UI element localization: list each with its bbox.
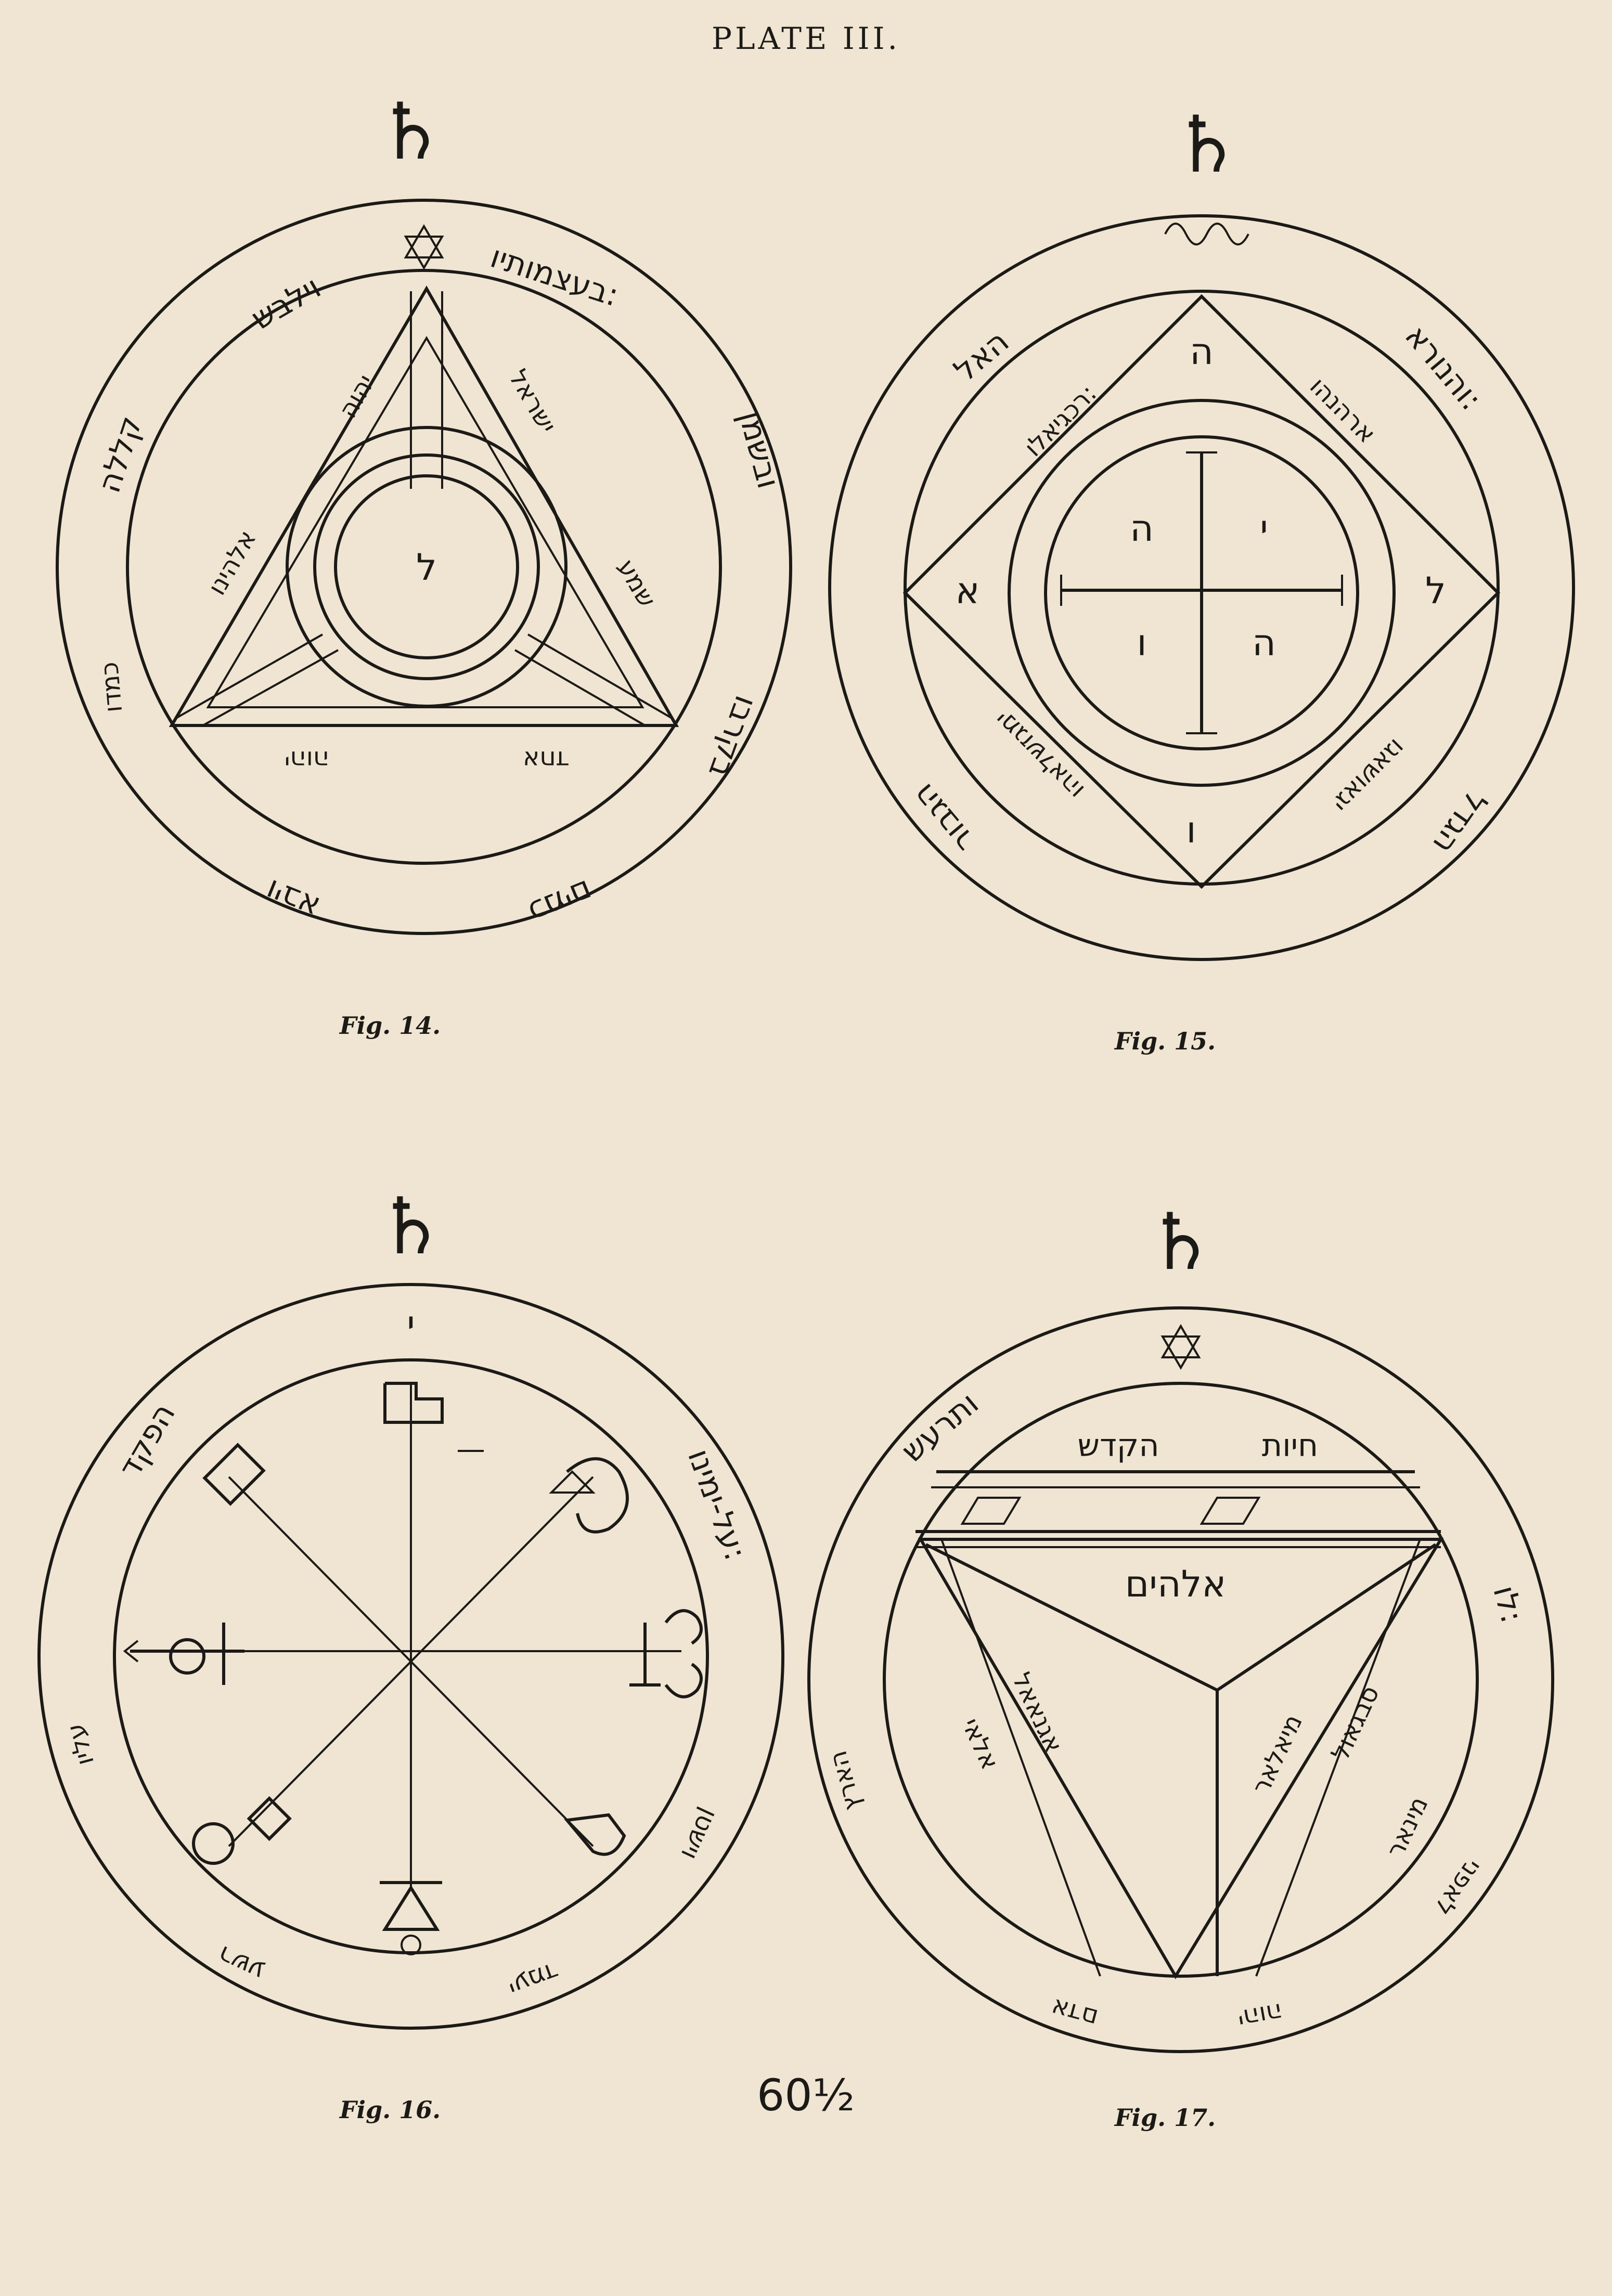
cross-letter: ו — [1137, 621, 1146, 664]
inverted-triangle — [918, 1538, 1444, 1979]
ring-word: לו: — [1486, 1582, 1530, 1627]
triangle-word: אחד — [523, 745, 570, 774]
flourish-ornament — [1164, 223, 1249, 245]
square-word: רכגיאלו: — [1018, 379, 1102, 462]
saturn-symbol-fig15: ♄ — [1172, 100, 1242, 190]
ring-word: והנורא: — [1398, 318, 1489, 418]
center-letter: ל — [416, 546, 437, 589]
plate-title: PLATE III. — [712, 21, 900, 56]
center-ring-middle — [313, 453, 540, 680]
diamond-square — [902, 294, 1501, 889]
outer-circle — [807, 1306, 1554, 2053]
figure-16-seal: ♄ י — [37, 1182, 784, 2030]
tau-symbol-right — [629, 1609, 703, 1698]
triangle-word: שמע — [611, 554, 662, 613]
hook-symbol-upper-right — [549, 1457, 629, 1534]
corner-letter: ו — [1186, 809, 1196, 851]
ring-word: אדם — [1048, 1993, 1101, 2033]
cross-letter: ה — [1252, 621, 1276, 664]
cross-letter: ה — [1130, 507, 1154, 550]
band-word: חיות — [1262, 1428, 1318, 1464]
figure-16-caption: Fig. 16. — [339, 2096, 441, 2124]
center-ring-outer — [1008, 399, 1396, 787]
ring-word: בעצמותיו: — [486, 238, 623, 314]
corner-letter: א — [956, 569, 980, 612]
figure-14-seal: ♄ ל וילבש בעצמותיו: — [56, 87, 792, 935]
figure-15-caption: Fig. 15. — [1114, 1027, 1216, 1055]
saturn-symbol-fig14: ♄ — [376, 87, 446, 177]
ring-word: כמדו — [95, 661, 128, 714]
ring-word: יהוה — [1235, 1997, 1285, 2034]
hook-symbol-lower-right — [564, 1813, 626, 1856]
ring-word: עליו — [61, 1720, 100, 1769]
outer-triangle — [169, 286, 679, 727]
triangle-word: ישראל — [503, 365, 562, 438]
cross-letter: י — [1260, 507, 1268, 550]
figure-15-seal: ♄ י ה ו ה ה ל ו א — [828, 100, 1575, 961]
saturn-symbol-fig16: ♄ — [376, 1182, 446, 1272]
key-symbol-upper-left — [202, 1443, 266, 1506]
outer-circle — [56, 199, 792, 935]
star-of-david-icon — [404, 224, 444, 270]
ring-word: הפקד — [111, 1397, 183, 1484]
ring-word: כמים — [523, 873, 598, 931]
corner-letter: ה — [1190, 330, 1214, 373]
inner-triangle — [206, 336, 644, 708]
figure-17-caption: Fig. 17. — [1114, 2104, 1216, 2132]
ring-word: לאפני — [1428, 1853, 1488, 1921]
center-ring-outer — [286, 426, 568, 708]
ring-word: הגדל — [1425, 784, 1494, 861]
triangle-word: מינאר — [1381, 1792, 1434, 1862]
inner-circle — [883, 1382, 1479, 1978]
triangle-symbol-bottom — [380, 1881, 442, 1955]
inner-circle — [904, 290, 1500, 886]
page-number: 60½ — [756, 2070, 855, 2121]
saturn-symbol-fig17: ♄ — [1146, 1197, 1216, 1288]
square-word: יגאושאגו — [1326, 733, 1411, 818]
center-name: אלהים — [1125, 1563, 1226, 1605]
triangle-word: מיאלאר — [1246, 1710, 1308, 1798]
planet-symbol-left — [123, 1623, 244, 1685]
square-word: ימגזשלאהו — [989, 705, 1090, 805]
center-ring-inner — [1044, 435, 1359, 750]
outer-circle — [828, 214, 1575, 961]
top-letter: י — [407, 1303, 415, 1345]
ring-word: וילבש — [245, 269, 327, 337]
ring-word: ובשמן — [731, 407, 787, 492]
ring-word: רשע — [213, 1940, 268, 1986]
ring-word: וישטן — [675, 1804, 724, 1864]
outer-circle — [37, 1283, 784, 2030]
star-of-david-icon — [1160, 1324, 1201, 1370]
center-ring-inner — [334, 474, 519, 659]
inner-circle — [126, 269, 722, 865]
key-symbol-top — [383, 1382, 484, 1452]
ring-symbol-lower-left — [192, 1796, 292, 1865]
triangle-word: אלאי — [956, 1714, 1005, 1774]
triangle-word: יהוה — [285, 745, 330, 774]
inner-circle — [113, 1358, 709, 1954]
band-word: הקדש — [1077, 1428, 1159, 1464]
triangle-word: סבגאול — [1325, 1681, 1385, 1765]
corner-letter: ל — [1425, 569, 1446, 612]
ring-word: בקרבו — [701, 691, 764, 783]
band-glyphs — [960, 1497, 1261, 1525]
ring-word: על-ימינו: — [680, 1444, 754, 1565]
ring-word: האל — [947, 323, 1016, 389]
figure-14-caption: Fig. 14. — [339, 1011, 441, 1040]
figure-17-seal: ♄ חי — [807, 1197, 1554, 2053]
ring-word: יעמד — [504, 1956, 563, 2002]
ring-word: הגבור — [905, 776, 983, 859]
